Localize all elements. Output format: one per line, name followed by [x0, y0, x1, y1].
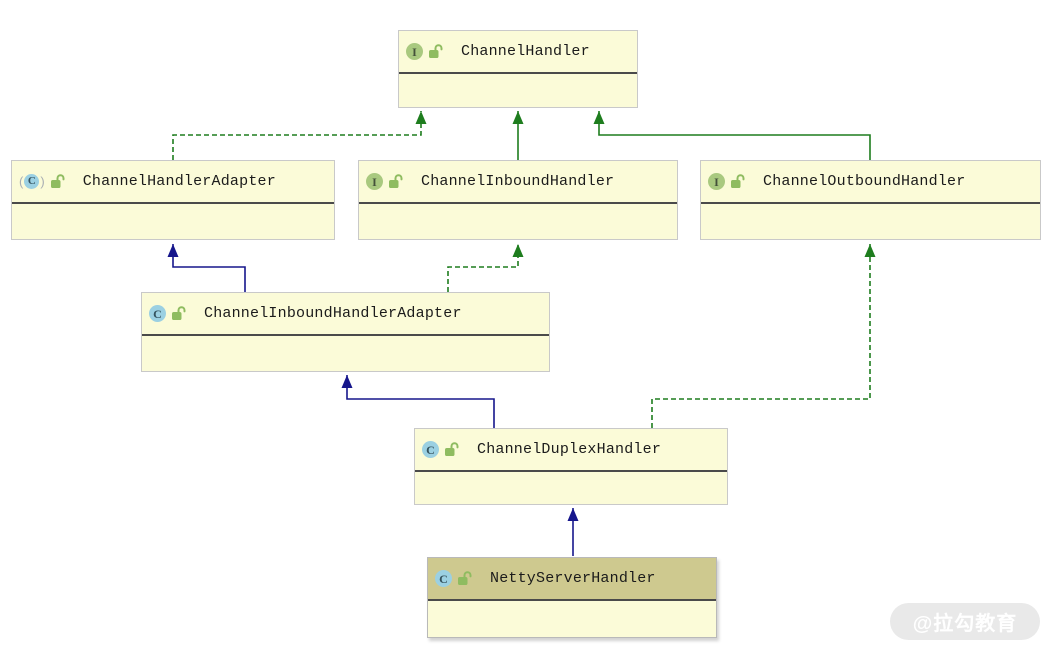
edge-implements-inboundadapter-to-inbound: [447, 244, 524, 292]
node-channel-handler[interactable]: I ChannelHandler: [398, 30, 638, 108]
node-header: I ChannelInboundHandler: [359, 161, 677, 202]
node-channel-duplex-handler[interactable]: C ChannelDuplexHandler: [414, 428, 728, 505]
node-channel-inbound-handler-adapter[interactable]: C ChannelInboundHandlerAdapter: [141, 292, 550, 372]
node-header: I ChannelHandler: [399, 31, 637, 72]
watermark-badge: @拉勾教育: [890, 603, 1040, 640]
class-icon: C: [422, 441, 439, 458]
edge-implements-adapter-to-handler: [172, 111, 427, 160]
node-header: I ChannelOutboundHandler: [701, 161, 1040, 202]
public-unlocked-icon: [429, 44, 443, 58]
node-members-section: [701, 202, 1040, 239]
public-unlocked-icon: [458, 571, 472, 585]
class-name-label: ChannelOutboundHandler: [763, 173, 966, 190]
class-icon: C: [149, 305, 166, 322]
node-netty-server-handler[interactable]: C NettyServerHandler: [427, 557, 717, 638]
node-channel-inbound-handler[interactable]: I ChannelInboundHandler: [358, 160, 678, 240]
abstract-class-icon: C: [19, 174, 45, 189]
interface-icon: I: [366, 173, 383, 190]
edge-extends-outbound-to-handler: [593, 111, 871, 160]
interface-icon: I: [406, 43, 423, 60]
node-channel-handler-adapter[interactable]: C ChannelHandlerAdapter: [11, 160, 335, 240]
node-channel-outbound-handler[interactable]: I ChannelOutboundHandler: [700, 160, 1041, 240]
public-unlocked-icon: [389, 174, 403, 188]
public-unlocked-icon: [172, 306, 186, 320]
node-header: C ChannelInboundHandlerAdapter: [142, 293, 549, 334]
node-members-section: [428, 599, 716, 637]
node-members-section: [142, 334, 549, 371]
node-members-section: [359, 202, 677, 239]
edge-extends-duplex-to-inboundadapter: [341, 375, 495, 428]
edge-implements-duplex-to-outbound: [651, 244, 876, 428]
class-name-label: NettyServerHandler: [490, 570, 656, 587]
class-name-label: ChannelInboundHandlerAdapter: [204, 305, 462, 322]
public-unlocked-icon: [445, 442, 459, 456]
class-name-label: ChannelHandlerAdapter: [82, 173, 276, 190]
class-name-label: ChannelHandler: [461, 43, 590, 60]
node-header: C ChannelHandlerAdapter: [12, 161, 334, 202]
node-members-section: [415, 470, 727, 504]
public-unlocked-icon: [731, 174, 745, 188]
edge-extends-inboundadapter-to-adapter: [167, 244, 246, 292]
node-members-section: [399, 72, 637, 107]
node-members-section: [12, 202, 334, 239]
interface-icon: I: [708, 173, 725, 190]
class-name-label: ChannelInboundHandler: [421, 173, 615, 190]
public-unlocked-icon: [50, 174, 65, 188]
node-header: C ChannelDuplexHandler: [415, 429, 727, 470]
node-header: C NettyServerHandler: [428, 558, 716, 599]
class-name-label: ChannelDuplexHandler: [477, 441, 662, 458]
class-icon: C: [435, 570, 452, 587]
